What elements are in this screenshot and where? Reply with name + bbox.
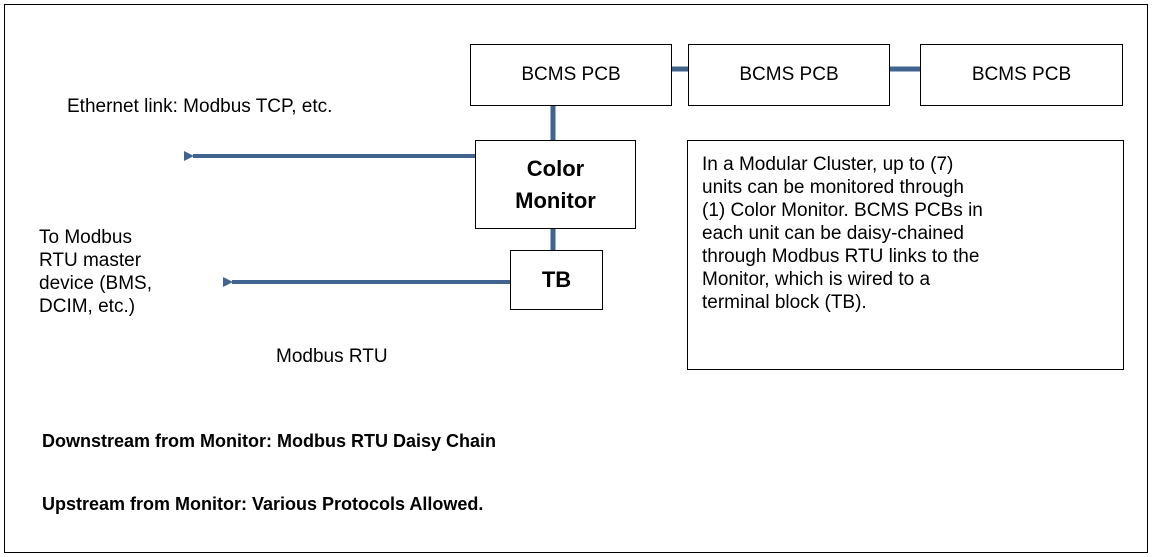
bcms-pcb-label-2: BCMS PCB — [739, 64, 839, 85]
bcms-pcb-box-1: BCMS PCB — [470, 44, 672, 106]
terminal-block-box: TB — [510, 250, 603, 310]
bcms-pcb-box-3: BCMS PCB — [920, 44, 1123, 106]
downstream-caption: Downstream from Monitor: Modbus RTU Dais… — [42, 431, 497, 451]
color-monitor-label-line-2: Monitor — [515, 187, 596, 213]
note-line-7: terminal block (TB). — [702, 292, 867, 313]
bcms-pcb-box-2: BCMS PCB — [688, 44, 890, 106]
diagram-frame — [4, 4, 1148, 553]
note-line-2: units can be monitored through — [702, 177, 964, 198]
rtu-master-line-2: RTU master — [39, 250, 142, 271]
color-monitor-box: Color Monitor — [475, 140, 636, 229]
ethernet-link-label: Ethernet link: Modbus TCP, etc. — [67, 96, 333, 117]
bcms-pcb-label-1: BCMS PCB — [521, 64, 621, 85]
rtu-master-line-4: DCIM, etc.) — [39, 296, 136, 317]
note-line-4: each unit can be daisy-chained — [702, 223, 964, 244]
cluster-note-box: In a Modular Cluster, up to (7) units ca… — [687, 140, 1124, 370]
note-line-6: Monitor, which is wired to a — [702, 269, 931, 290]
upstream-caption: Upstream from Monitor: Various Protocols… — [42, 494, 484, 514]
modbus-rtu-label: Modbus RTU — [276, 346, 388, 367]
note-line-5: through Modbus RTU links to the — [702, 246, 980, 267]
bcms-pcb-label-3: BCMS PCB — [971, 64, 1072, 85]
rtu-master-device-label: To Modbus RTU master device (BMS, DCIM, … — [39, 226, 152, 318]
color-monitor-label-line-1: Color — [526, 155, 585, 181]
rtu-master-line-1: To Modbus — [39, 227, 132, 248]
note-line-1: In a Modular Cluster, up to (7) — [702, 154, 954, 175]
terminal-block-label: TB — [541, 267, 572, 292]
note-line-3: (1) Color Monitor. BCMS PCBs in — [702, 200, 983, 221]
rtu-master-line-3: device (BMS, — [39, 273, 152, 294]
